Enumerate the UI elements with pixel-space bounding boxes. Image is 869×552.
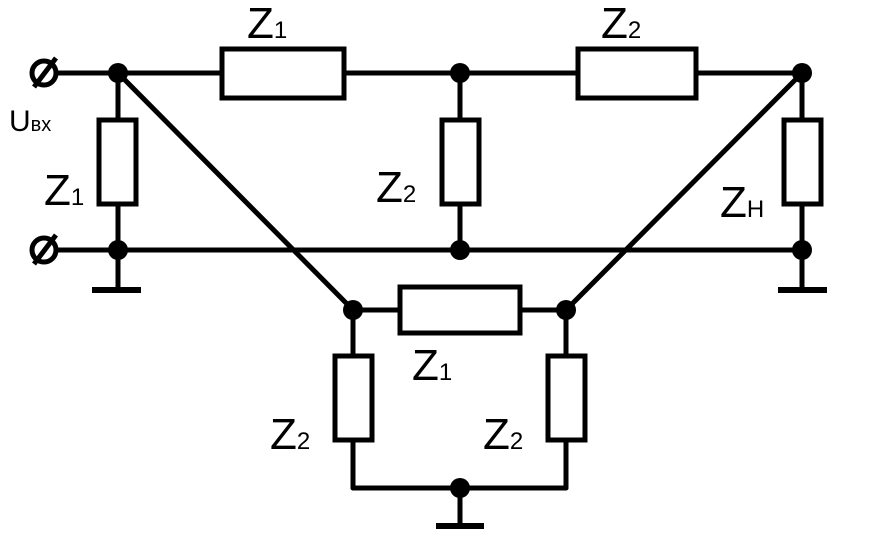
junction-node — [450, 240, 470, 260]
load-resistor — [781, 117, 824, 207]
middle-shunt-resistor — [439, 117, 482, 207]
top-right-resistor-main: Z — [601, 0, 628, 48]
bottom-right-resistor-label: Z2 — [483, 410, 523, 459]
bottom-series-resistor-label: Z1 — [412, 341, 452, 390]
left-shunt-resistor-label: Z1 — [44, 166, 84, 215]
top-right-resistor — [575, 46, 699, 101]
input-terminal-top — [29, 56, 59, 89]
left-shunt-resistor-main: Z — [44, 166, 71, 215]
bottom-right-resistor-sub: 2 — [510, 428, 523, 455]
load-resistor-label: ZН — [720, 178, 764, 227]
junction-node — [108, 63, 128, 83]
bottom-right-resistor-main: Z — [483, 410, 510, 459]
top-right-resistor-sub: 2 — [628, 17, 641, 44]
junction-node — [450, 63, 470, 83]
top-left-resistor-main: Z — [247, 0, 274, 48]
bottom-series-resistor — [397, 284, 523, 336]
bottom-series-resistor-main: Z — [412, 341, 439, 390]
junction-node — [792, 240, 812, 260]
bottom-left-resistor — [332, 353, 375, 443]
bottom-left-resistor-sub: 2 — [297, 428, 310, 455]
junction-node — [450, 478, 470, 498]
left-diagonal-wire — [115, 70, 356, 313]
right-diagonal-wire — [563, 70, 805, 313]
input-terminal-bottom — [29, 233, 59, 266]
junction-node — [556, 300, 576, 320]
top-left-resistor-label: Z1 — [247, 0, 287, 48]
middle-shunt-resistor-label: Z2 — [376, 163, 416, 212]
junction-node — [792, 63, 812, 83]
input-voltage-sub: вх — [31, 114, 52, 136]
top-left-resistor — [219, 46, 347, 101]
top-right-resistor-label: Z2 — [601, 0, 641, 48]
input-voltage-main: U — [9, 105, 31, 138]
bottom-series-resistor-sub: 1 — [439, 359, 452, 386]
junction-node — [108, 240, 128, 260]
middle-shunt-resistor-sub: 2 — [403, 181, 416, 208]
input-voltage-label: Uвх — [9, 105, 51, 138]
load-resistor-sub: Н — [747, 196, 764, 223]
top-left-resistor-sub: 1 — [274, 17, 287, 44]
junction-node — [343, 300, 363, 320]
bottom-left-resistor-label: Z2 — [270, 410, 310, 459]
load-resistor-main: Z — [720, 178, 747, 227]
bottom-left-resistor-main: Z — [270, 410, 297, 459]
left-shunt-resistor-sub: 1 — [71, 184, 84, 211]
left-shunt-resistor — [96, 117, 139, 207]
bottom-right-resistor — [545, 353, 588, 443]
middle-shunt-resistor-main: Z — [376, 163, 403, 212]
